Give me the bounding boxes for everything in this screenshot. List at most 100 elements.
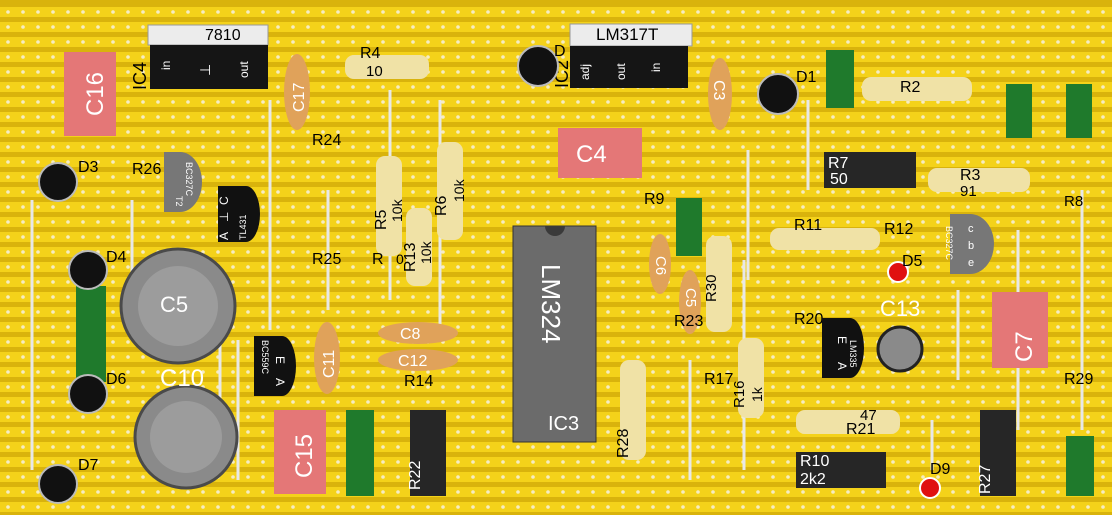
transistor-t2[interactable]: BC327C T2 (164, 152, 202, 212)
hole (126, 40, 130, 44)
capacitor-c7[interactable]: C7 (992, 292, 1048, 368)
led-d9[interactable]: D9 (919, 461, 951, 499)
diode-d3[interactable]: D3 (38, 159, 99, 202)
hole (441, 115, 445, 119)
hole (441, 55, 445, 59)
hole (771, 355, 775, 359)
hole (381, 280, 385, 284)
hole (831, 505, 835, 509)
r26-label: R26 (132, 161, 161, 178)
resistor-r11[interactable]: R11 (770, 217, 880, 250)
capacitor-c5-small[interactable]: C5 (679, 270, 701, 334)
hole (246, 325, 250, 329)
resistor-r6[interactable]: R6 10k (433, 142, 467, 240)
capacitor-c5[interactable]: C5 (119, 247, 237, 365)
hole (786, 400, 790, 404)
hole (486, 205, 490, 209)
hole (1086, 250, 1090, 254)
hole (411, 160, 415, 164)
hole (246, 430, 250, 434)
hole (486, 445, 490, 449)
capacitor-c6[interactable]: C6 (649, 234, 671, 294)
hole (261, 220, 265, 224)
capacitor-c13[interactable]: C13 (876, 296, 924, 373)
hole (501, 265, 505, 269)
capacitor-c12[interactable]: C12 (378, 349, 458, 371)
hole (351, 160, 355, 164)
hole (366, 295, 370, 299)
hole (846, 295, 850, 299)
diode-d6[interactable]: D6 (68, 371, 127, 414)
hole (831, 40, 835, 44)
capacitor-c8[interactable]: C8 (378, 322, 458, 344)
hole (756, 265, 760, 269)
hole (861, 190, 865, 194)
capacitor-c10[interactable]: C10 (133, 365, 239, 490)
hole (411, 25, 415, 29)
diode-dtop[interactable]: D (517, 43, 566, 87)
hole (981, 100, 985, 104)
hole (21, 295, 25, 299)
diode-d1[interactable]: D1 (757, 69, 817, 115)
capacitor-c17[interactable]: C17 (284, 54, 310, 130)
hole (231, 355, 235, 359)
hole (336, 430, 340, 434)
hole (816, 280, 820, 284)
capacitor-c3[interactable]: C3 (708, 58, 732, 130)
resistor-r28[interactable]: R28 (615, 360, 646, 460)
hole (801, 280, 805, 284)
hole (1056, 310, 1060, 314)
led-d5[interactable]: D5 (887, 253, 923, 283)
ic3-lm324[interactable]: LM324 IC3 (512, 225, 597, 443)
resistor-r30[interactable]: R30 (703, 236, 732, 332)
hole (756, 490, 760, 494)
hole (411, 40, 415, 44)
hole (501, 235, 505, 239)
hole (696, 505, 700, 509)
capacitor-c4[interactable]: C4 (558, 128, 642, 178)
hole (276, 250, 280, 254)
trimmer-r10[interactable]: R10 2k2 (796, 452, 886, 488)
trimmer-r22[interactable]: R22 (407, 410, 446, 496)
ic4-pin-out: out (237, 61, 251, 78)
resistor-r13[interactable]: R13 10k (402, 208, 434, 286)
reference-d2[interactable]: TL431 A ⊥ C (217, 186, 260, 242)
hole (621, 295, 625, 299)
resistor-r2[interactable]: R2 (862, 77, 972, 101)
hole (846, 280, 850, 284)
resistor-r5[interactable]: R5 10k (373, 156, 405, 256)
resistor-r4[interactable]: R4 10 (345, 45, 429, 80)
ic4-regulator[interactable]: 7810 in ⊥ out IC4 (130, 24, 269, 90)
resistor-r3[interactable]: R3 91 (928, 167, 1030, 200)
lm317-regulator[interactable]: LM317T adj out in IC2 (552, 23, 693, 88)
hole (1101, 400, 1105, 404)
transistor-t1[interactable]: BC327C c b e (944, 214, 994, 274)
hole (816, 325, 820, 329)
sensor-d8[interactable]: LM335 E A (822, 318, 864, 378)
hole (276, 265, 280, 269)
hole (126, 190, 130, 194)
hole (66, 325, 70, 329)
capacitor-c11[interactable]: C11 (314, 322, 340, 394)
hole (981, 85, 985, 89)
hole (921, 175, 925, 179)
resistor-r16[interactable]: R16 1k (731, 338, 765, 418)
resistor-r21[interactable]: 47 R21 (796, 407, 900, 438)
hole (111, 280, 115, 284)
hole (246, 295, 250, 299)
hole (141, 25, 145, 29)
hole (561, 205, 565, 209)
diode-d4[interactable]: D4 (68, 249, 127, 290)
diode-d7[interactable]: D7 (38, 457, 99, 504)
hole (51, 25, 55, 29)
trimmer-r7[interactable]: R7 50 (824, 152, 916, 188)
hole (201, 490, 205, 494)
hole (306, 55, 310, 59)
hole (6, 400, 10, 404)
trimmer-r27[interactable]: R27 (977, 410, 1016, 496)
capacitor-c16[interactable]: C16 (64, 52, 116, 136)
capacitor-c15[interactable]: C15 (274, 410, 326, 494)
r11-label: R11 (794, 217, 822, 234)
hole (21, 55, 25, 59)
device-d10[interactable]: BC559C E A (254, 336, 296, 396)
